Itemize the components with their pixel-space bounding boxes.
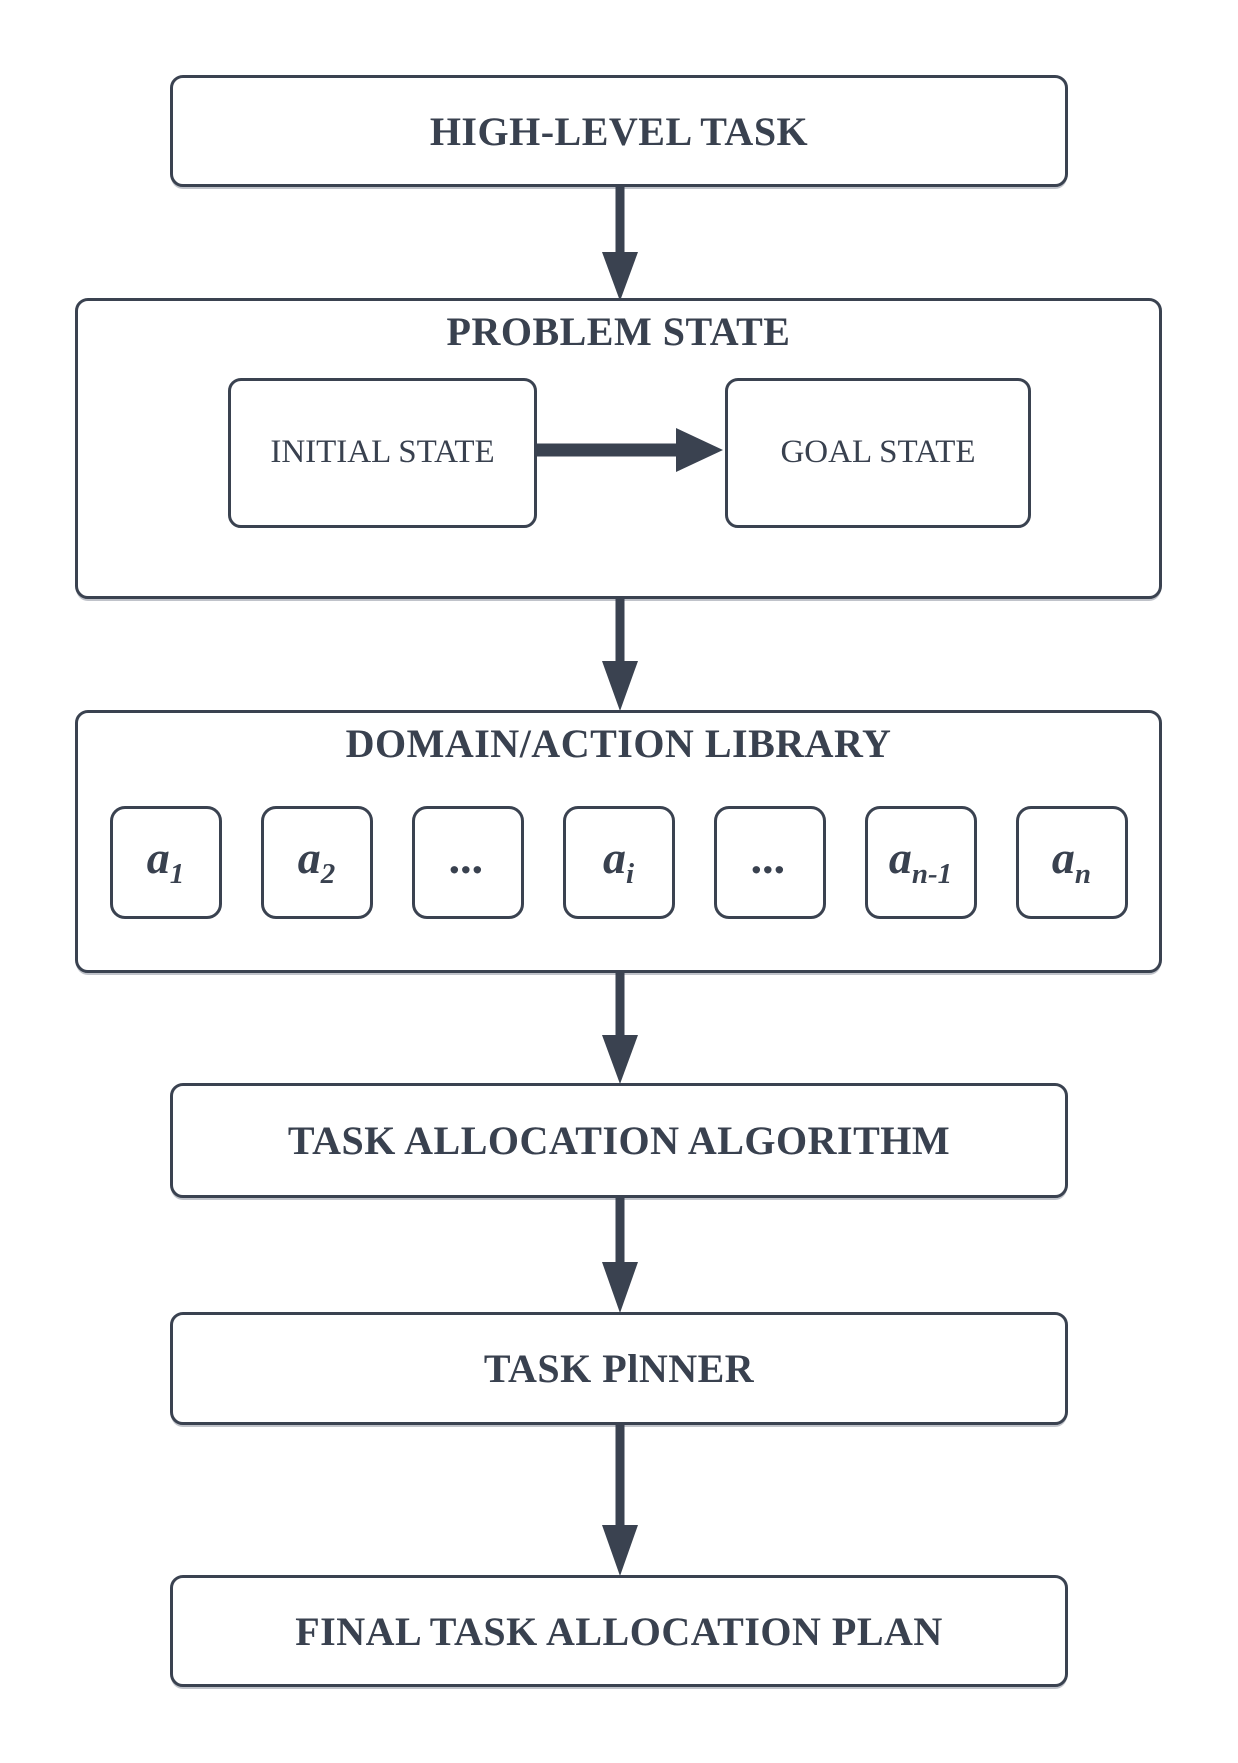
node-task-pinner-label: TASK PlNNER (483, 1346, 755, 1391)
action-label-an-1: an-1 (888, 832, 953, 891)
node-task-pinner: TASK PlNNER (170, 1312, 1068, 1425)
node-task-allocation-algorithm: TASK ALLOCATION ALGORITHM (170, 1083, 1068, 1198)
action-label-ellipsis-2: ... (752, 832, 787, 884)
node-problem-state: PROBLEM STATE INITIAL STATE GOAL STATE (75, 298, 1162, 599)
node-final-task-allocation-plan: FINAL TASK ALLOCATION PLAN (170, 1575, 1068, 1687)
action-label-an: an (1051, 832, 1092, 891)
action-box-ellipsis-2: ... (713, 806, 826, 919)
action-box-a2: a2 (260, 806, 373, 919)
node-problem-state-title: PROBLEM STATE (446, 309, 791, 354)
node-final-task-allocation-plan-label: FINAL TASK ALLOCATION PLAN (295, 1608, 943, 1654)
action-label-ai: ai (602, 832, 635, 891)
arrow-problem-state-to-library (602, 599, 638, 711)
action-label-ellipsis-1: ... (450, 832, 485, 884)
arrow-high-level-to-problem-state (602, 187, 638, 301)
action-box-ellipsis-1: ... (411, 806, 524, 919)
action-row: a1 a2 ... ai ... an-1 an (78, 806, 1159, 919)
node-initial-state-label: INITIAL STATE (270, 434, 495, 471)
node-high-level-task-label: HIGH-LEVEL TASK (429, 108, 809, 154)
node-domain-action-library: DOMAIN/ACTION LIBRARY a1 a2 ... ai ... a… (75, 710, 1162, 973)
action-box-a1: a1 (109, 806, 222, 919)
action-box-ai: ai (562, 806, 675, 919)
action-box-an-1: an-1 (864, 806, 977, 919)
action-label-a1: a1 (146, 832, 185, 891)
node-initial-state: INITIAL STATE (228, 378, 537, 528)
node-goal-state-label: GOAL STATE (780, 434, 976, 471)
node-domain-action-library-title: DOMAIN/ACTION LIBRARY (345, 721, 892, 766)
action-box-an: an (1015, 806, 1128, 919)
action-label-a2: a2 (297, 832, 336, 891)
node-goal-state: GOAL STATE (725, 378, 1031, 528)
arrow-pinner-to-final-plan (602, 1425, 638, 1576)
node-high-level-task: HIGH-LEVEL TASK (170, 75, 1068, 187)
arrow-library-to-algorithm (602, 973, 638, 1084)
node-task-allocation-algorithm-label: TASK ALLOCATION ALGORITHM (287, 1118, 951, 1163)
arrow-algorithm-to-pinner (602, 1198, 638, 1313)
